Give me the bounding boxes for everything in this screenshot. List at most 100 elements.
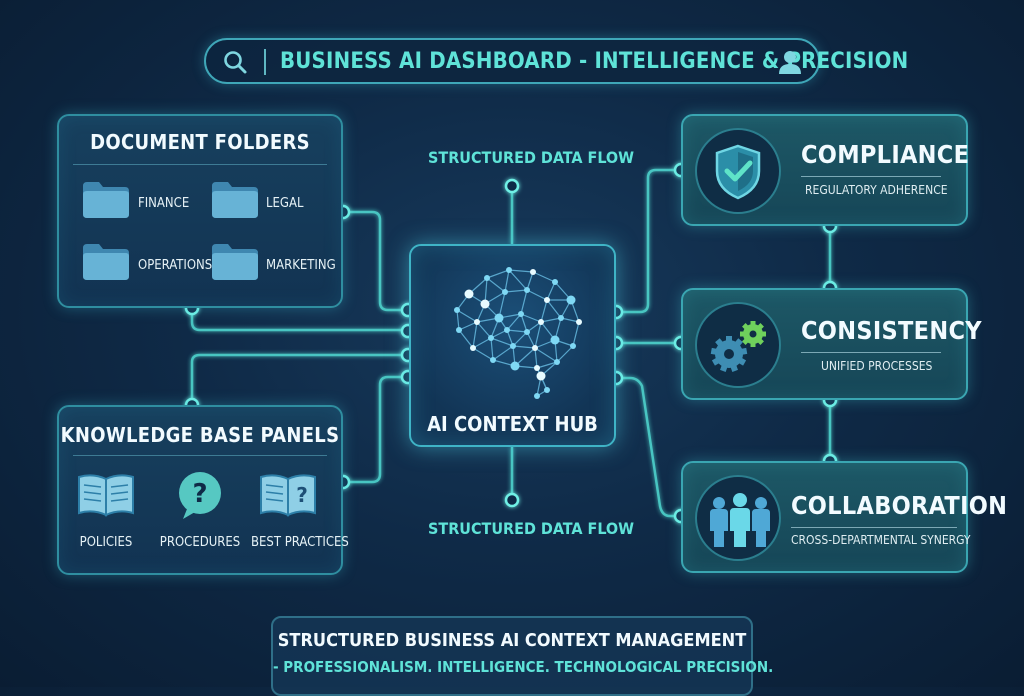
wire-compliance	[616, 168, 681, 314]
team-icon	[710, 493, 770, 547]
brain-link	[526, 271, 534, 291]
brain-node	[524, 287, 530, 293]
compliance-subtitle: REGULATORY ADHERENCE	[805, 183, 948, 197]
brain-link	[512, 345, 536, 349]
brain-link	[492, 345, 514, 361]
brain-link	[540, 317, 562, 323]
gear-tooth	[742, 323, 750, 331]
gear-tooth	[734, 338, 743, 347]
brain-link	[456, 309, 478, 323]
brain-link	[526, 289, 548, 301]
brain-link	[560, 317, 580, 323]
folder-icon[interactable]	[81, 240, 131, 282]
user-icon[interactable]	[776, 48, 804, 76]
brain-node	[524, 329, 530, 335]
brain-node	[532, 345, 538, 351]
brain-link	[532, 271, 556, 283]
brain-node	[480, 299, 490, 309]
brain-link	[556, 345, 574, 363]
title-underline	[801, 176, 941, 177]
gear-tooth	[750, 342, 756, 347]
consistency-icon-circle	[695, 302, 781, 388]
gear-tooth	[720, 364, 728, 372]
brain-node	[534, 365, 540, 371]
brain-node	[576, 319, 582, 325]
footer-tagline: - PROFESSIONALISM. INTELLIGENCE. TECHNOL…	[273, 658, 774, 676]
brain-link	[520, 289, 528, 315]
gear-tooth	[726, 336, 732, 342]
knowledge-base-panel: KNOWLEDGE BASE PANELS POLICIES ? PROCEDU…	[57, 405, 349, 575]
collaboration-icon-circle	[695, 475, 781, 561]
wire-collaboration	[616, 376, 681, 518]
folder-icon[interactable]	[210, 178, 260, 220]
brain-node	[456, 327, 462, 333]
brain-link	[546, 281, 556, 301]
panel-divider	[73, 164, 327, 165]
brain-link	[504, 269, 510, 293]
document-folders-title: DOCUMENT FOLDERS	[90, 130, 310, 154]
svg-text:?: ?	[192, 479, 207, 509]
document-folders-panel: DOCUMENT FOLDERS FINANCE LEGAL OPERATION…	[57, 114, 343, 308]
compliance-icon-circle	[695, 128, 781, 214]
gears-icon	[710, 321, 766, 372]
gear-tooth	[711, 357, 721, 366]
brain-link	[520, 313, 542, 323]
ai-context-hub[interactable]: AI CONTEXT HUB	[409, 244, 616, 447]
brain-node	[474, 319, 480, 325]
gear-tooth	[730, 364, 738, 372]
consistency-panel: CONSISTENCY UNIFIED PROCESSES	[681, 288, 982, 400]
search-icon[interactable]	[222, 49, 248, 75]
brain-link	[486, 277, 506, 293]
brain-node	[488, 335, 494, 341]
brain-link	[506, 329, 528, 333]
gear-tooth	[742, 337, 750, 345]
brain-link	[506, 313, 522, 331]
brain-link	[536, 361, 558, 369]
node-dot	[504, 492, 520, 508]
brain-link	[520, 313, 528, 333]
gear-tooth	[756, 323, 764, 331]
question-bubble-icon[interactable]: ?	[169, 469, 231, 521]
brain-link	[572, 321, 580, 347]
compliance-title: COMPLIANCE	[801, 140, 970, 169]
brain-link	[472, 321, 478, 349]
brain-link	[512, 331, 528, 347]
gear-tooth	[761, 331, 766, 337]
brain-link	[458, 321, 478, 331]
folder-label-finance: FINANCE	[138, 196, 190, 211]
brain-node	[510, 343, 516, 349]
gear-tooth	[710, 347, 718, 355]
brain-network-icon	[454, 267, 582, 399]
consistency-title: CONSISTENCY	[801, 316, 982, 345]
consistency-subtitle: UNIFIED PROCESSES	[821, 359, 933, 373]
brain-node	[490, 357, 496, 363]
shield-check-icon	[715, 144, 761, 200]
brain-link	[504, 289, 528, 293]
brain-node	[570, 343, 576, 349]
gear-tooth	[740, 347, 748, 355]
folder-label-legal: LEGAL	[266, 196, 304, 211]
brain-node	[506, 267, 512, 273]
wire-kb-b	[343, 375, 408, 484]
knowledge-base-title: KNOWLEDGE BASE PANELS	[60, 423, 340, 447]
brain-node	[558, 315, 564, 321]
book-question-icon[interactable]: ?	[257, 469, 319, 521]
header-search-bar[interactable]: BUSINESS AI DASHBOARD - INTELLIGENCE & P…	[204, 38, 908, 84]
gear-tooth	[737, 357, 747, 366]
folder-label-marketing: MARKETING	[266, 258, 336, 273]
dashboard-title: BUSINESS AI DASHBOARD - INTELLIGENCE & P…	[280, 49, 909, 74]
title-underline	[791, 527, 957, 528]
compliance-panel: COMPLIANCE REGULATORY ADHERENCE	[681, 114, 970, 226]
brain-node	[502, 289, 508, 295]
collaboration-panel: COLLABORATION CROSS-DEPARTMENTAL SYNERGY	[681, 461, 1007, 573]
open-book-icon[interactable]	[75, 469, 137, 521]
folder-icon[interactable]	[210, 240, 260, 282]
title-underline	[801, 352, 941, 353]
kb-label-policies: POLICIES	[79, 535, 133, 550]
gear-tooth	[715, 338, 724, 347]
folder-icon[interactable]	[81, 178, 131, 220]
brain-node	[554, 359, 560, 365]
wire-folders-a	[343, 210, 408, 312]
gear-tooth	[750, 321, 756, 326]
brain-link	[490, 337, 514, 347]
